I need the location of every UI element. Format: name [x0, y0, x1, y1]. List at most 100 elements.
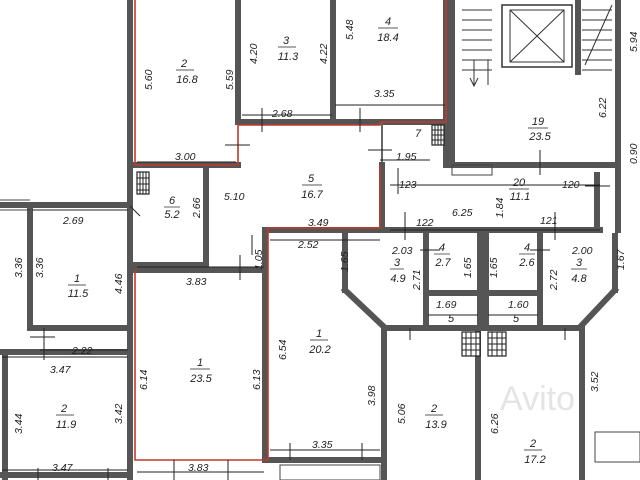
dim-label: 3.35	[374, 88, 395, 100]
room-3-small-left: 3 4.9	[390, 257, 406, 285]
room-5-corridor: 5 16.7	[301, 173, 323, 201]
dim-label: 1.60	[508, 299, 529, 311]
room-number: 3	[394, 257, 401, 269]
room-4-small-b: 4 2.6	[518, 242, 535, 269]
room-area: 11.5	[68, 288, 89, 300]
room-area: 11.3	[278, 51, 299, 63]
room-number: 1	[316, 328, 322, 340]
room-2-lower-mid: 2 13.9	[425, 403, 447, 431]
dim-label: 6.54	[277, 339, 289, 360]
room-number: 6	[169, 195, 176, 207]
dim-label: 2.22	[71, 345, 93, 357]
room-3-top: 3 11.3	[278, 35, 299, 63]
dim-label: 4.20	[248, 43, 260, 64]
dim-label: 1.65	[488, 257, 500, 278]
room-number: 4	[385, 16, 391, 28]
dim-label: 123	[399, 179, 417, 191]
room-area: 23.5	[528, 131, 551, 143]
room-number: 2	[60, 403, 67, 415]
room-area: 2.7	[434, 257, 451, 269]
dim-label: 120	[562, 179, 580, 191]
room-3-small-right: 3 4.8	[571, 257, 588, 285]
dim-label: 5.60	[143, 69, 155, 90]
dim-label: 3.42	[113, 403, 125, 424]
dim-label: 1.95	[396, 151, 417, 163]
room-20-hall: 20 11.1	[509, 177, 530, 203]
room-area: 11.9	[56, 419, 77, 431]
room-number: 2	[529, 438, 536, 450]
dim-label: 6.25	[452, 207, 473, 219]
room-2-left-bottom: 2 11.9	[56, 403, 77, 431]
dim-label: 3.83	[188, 462, 209, 474]
dim-label: 2.66	[191, 197, 203, 219]
dimension-lines	[2, 104, 600, 473]
room-2-lower-right: 2 17.2	[524, 438, 546, 466]
dim-label: 0.90	[628, 143, 640, 164]
dim-label: 121	[540, 215, 558, 227]
room-labels: 2 16.8 3 11.3 4 18.4 5 16.7 6 5.2 1 11.5	[56, 16, 588, 466]
room-area: 20.2	[308, 344, 330, 356]
dim-label: 3.49	[308, 217, 329, 229]
room-number: 1	[197, 357, 203, 369]
room-1-left: 1 11.5	[68, 273, 89, 300]
room-number: 19	[532, 116, 544, 128]
dim-label: 1.69	[436, 299, 457, 311]
room-area: 16.8	[176, 74, 198, 86]
dim-label: 5.94	[628, 31, 640, 52]
room-area: 5.2	[164, 209, 179, 221]
dim-label: 1.67	[615, 248, 627, 270]
room-4-top: 4 18.4	[377, 16, 398, 44]
room-number: 5	[308, 173, 315, 185]
dim-label: 5.10	[224, 191, 245, 203]
dim-label: 2.71	[411, 270, 423, 291]
dimension-labels: 5.60 5.59 4.20 4.22 5.48 3.35 2.68 3.00 …	[13, 19, 640, 474]
stairwell	[462, 4, 613, 88]
dim-label: 3.52	[589, 371, 601, 392]
dim-label: 2.03	[391, 245, 413, 257]
room-1-large: 1 23.5	[189, 357, 212, 385]
apartment-outline	[134, 0, 447, 166]
dim-label: 2.68	[271, 108, 293, 120]
dim-label: 3.36	[13, 257, 25, 278]
room-number: 20	[512, 177, 526, 189]
room-number: 2	[430, 403, 437, 415]
room-number: 2	[180, 58, 187, 70]
dim-label: 1.84	[494, 197, 506, 218]
apartment-outline-lower	[134, 165, 381, 461]
cell-area-right: 5	[513, 313, 520, 325]
dim-label: 6.22	[597, 97, 609, 118]
room-area: 23.5	[189, 373, 212, 385]
room-area: 2.6	[518, 257, 535, 269]
room-area: 16.7	[301, 189, 323, 201]
room-19-stairhall: 19 23.5	[528, 116, 552, 143]
dim-label: 3.35	[312, 439, 333, 451]
room-6-bath: 6 5.2	[164, 195, 180, 221]
tick-marks	[30, 108, 610, 480]
dim-label: 3.00	[175, 151, 196, 163]
dim-label: 2.69	[62, 215, 84, 227]
dim-label: 6.14	[138, 369, 150, 390]
misc-lines	[0, 164, 640, 480]
room-7-number: 7	[415, 128, 422, 140]
room-number: 4	[439, 242, 445, 254]
dim-label: 3.98	[366, 385, 378, 406]
room-4-small-a: 4 2.7	[434, 242, 452, 269]
dim-label: 3.47	[52, 462, 74, 474]
room-2-top: 2 16.8	[176, 58, 199, 86]
dim-label: 3.47	[50, 364, 72, 376]
room-area: 4.8	[571, 273, 587, 285]
dim-label: 2.52	[297, 239, 319, 251]
room-area: 13.9	[425, 419, 446, 431]
dim-label: 1.65	[462, 257, 474, 278]
dim-label: 1.65	[339, 251, 351, 272]
dim-label: 6.26	[489, 413, 501, 434]
dim-label: 2.00	[571, 245, 593, 257]
room-area: 11.1	[510, 191, 531, 203]
room-number: 3	[283, 35, 290, 47]
dim-label: 3.83	[186, 276, 207, 288]
dim-label: 4.46	[113, 273, 125, 294]
dim-label: 3.44	[13, 413, 25, 434]
room-1-mid: 1 20.2	[308, 328, 330, 356]
watermark: Avito	[500, 380, 575, 418]
